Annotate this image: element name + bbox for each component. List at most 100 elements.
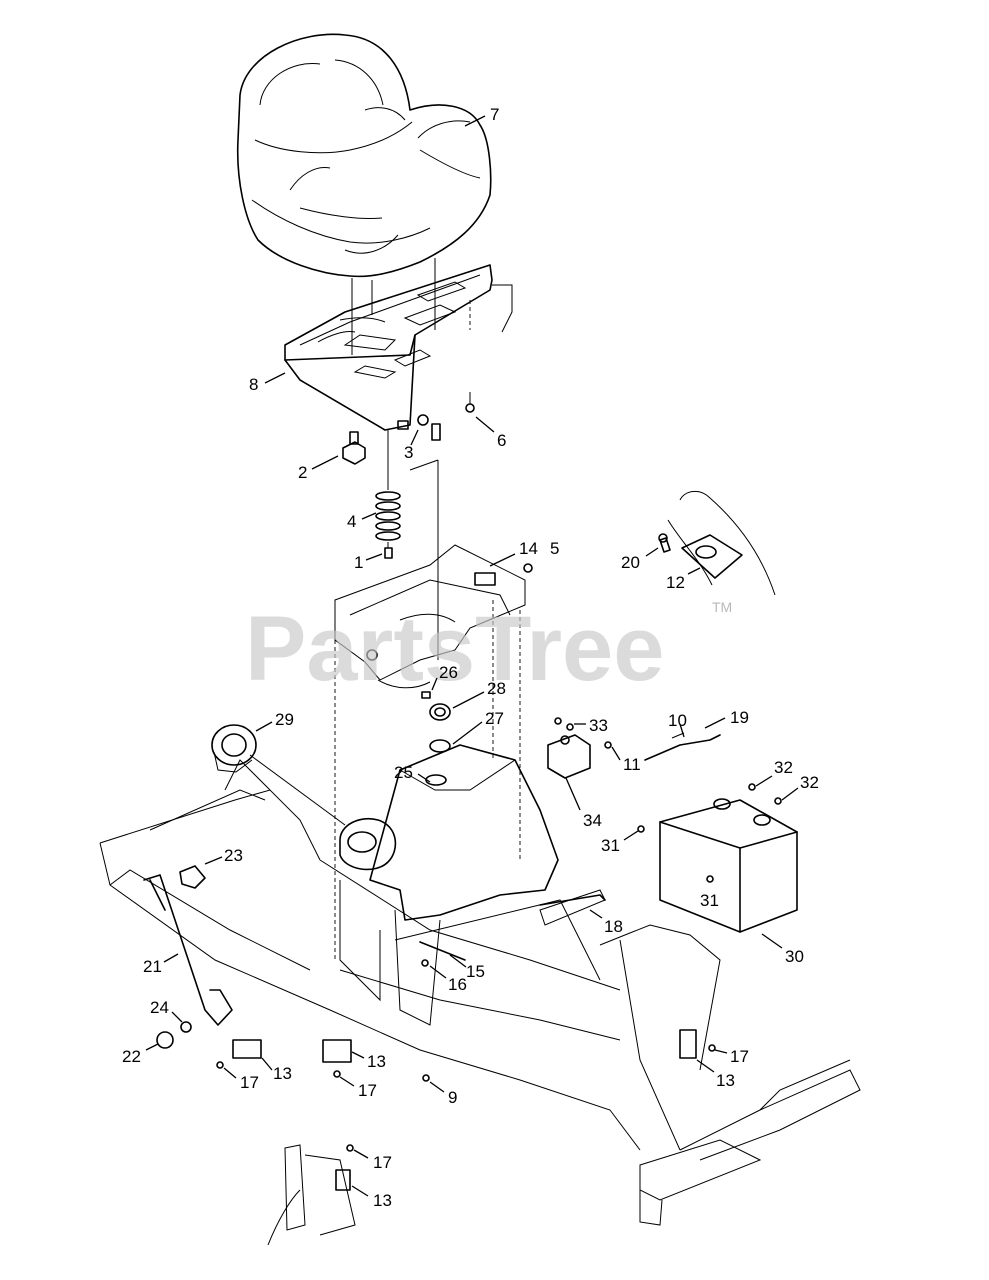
callout-14: 14 [489,539,538,567]
callout-label: 29 [275,710,294,729]
part-callouts: 7 8 2 3 6 4 1 14 5 20 12 26 28 29 27 33 … [122,105,819,1210]
callout-13d: 13 [351,1185,392,1210]
callout-20: 20 [621,547,659,572]
callout-15: 15 [449,954,485,981]
callout-label: 19 [730,708,749,727]
callout-33: 33 [574,716,608,735]
callout-label: 5 [550,539,559,558]
callout-label: 34 [583,811,602,830]
callout-26: 26 [431,663,458,691]
callout-label: 13 [373,1191,392,1210]
callout-label: 1 [354,553,363,572]
callout-9: 9 [429,1081,457,1107]
callout-label: 24 [150,998,169,1017]
callout-label: 17 [373,1153,392,1172]
callout-22: 22 [122,1043,159,1066]
callout-label: 32 [774,758,793,777]
fuel-tank-drawing [211,691,559,921]
callout-label: 7 [490,105,499,124]
callout-label: 31 [601,836,620,855]
callout-label: 6 [497,431,506,450]
callout-17d: 17 [353,1149,392,1172]
callout-label: 30 [785,947,804,966]
seat-pan-drawing [284,264,513,431]
callout-29: 29 [255,710,294,732]
callout-34: 34 [565,777,602,830]
callout-6: 6 [475,416,506,450]
callout-1: 1 [354,553,383,572]
callout-13c: 13 [696,1059,735,1090]
callout-16: 16 [429,965,467,994]
callout-label: 22 [122,1047,141,1066]
callout-2: 2 [298,455,339,482]
callout-23: 23 [204,846,243,865]
callout-label: 28 [487,679,506,698]
callout-31a: 31 [601,830,639,855]
callout-label: 21 [143,957,162,976]
callout-label: 32 [800,773,819,792]
watermark-text: PartsTree [245,598,664,700]
callout-25: 25 [394,763,431,783]
callout-label: 10 [668,711,687,730]
battery-drawing [637,732,798,933]
callout-label: 15 [466,962,485,981]
callout-17a: 17 [223,1067,259,1092]
callout-32a: 32 [755,758,793,787]
callout-label: 13 [716,1071,735,1090]
callout-label: 8 [249,375,258,394]
callout-11: 11 [611,746,641,774]
callout-label: 12 [666,573,685,592]
callout-label: 17 [240,1073,259,1092]
callout-label: 33 [589,716,608,735]
callout-label: 4 [347,512,356,531]
callout-8: 8 [249,372,286,394]
callout-label: 9 [448,1088,457,1107]
callout-24: 24 [150,998,183,1023]
callout-label: 20 [621,553,640,572]
callout-13b: 13 [351,1051,386,1071]
inset-detail-drawing [267,1144,356,1246]
callout-10: 10 [668,711,687,738]
callout-label: 27 [485,709,504,728]
callout-4: 4 [347,512,377,531]
callout-28: 28 [452,679,506,709]
callout-label: 13 [367,1052,386,1071]
callout-label: 23 [224,846,243,865]
callout-19: 19 [704,708,749,729]
callout-21: 21 [143,953,179,976]
watermark-trademark: TM [712,599,732,615]
callout-label: 26 [439,663,458,682]
callout-label: 18 [604,917,623,936]
callout-17c: 17 [714,1047,749,1066]
callout-label: 13 [273,1064,292,1083]
solenoid-drawing [547,717,612,779]
callout-3: 3 [404,429,419,462]
callout-label: 25 [394,763,413,782]
seat-drawing [236,33,492,355]
callout-label: 14 [519,539,538,558]
watermark: PartsTree TM [245,598,732,700]
callout-31b: 31 [700,891,719,910]
callout-label: 31 [700,891,719,910]
callout-label: 3 [404,443,413,462]
callout-18: 18 [589,909,623,936]
callout-17b: 17 [339,1076,377,1100]
callout-label: 17 [730,1047,749,1066]
callout-5: 5 [550,539,559,558]
callout-label: 2 [298,463,307,482]
ignition-switch-drawing [658,491,776,596]
callout-32b: 32 [781,773,819,801]
callout-label: 11 [623,755,641,774]
callout-label: 17 [358,1081,377,1100]
frame-drawing [99,759,861,1226]
callout-12: 12 [666,567,701,592]
callout-7: 7 [464,105,499,127]
callout-13a: 13 [261,1057,292,1083]
seat-support-drawing [334,544,533,960]
callout-30: 30 [761,933,804,966]
seat-hardware [342,392,475,660]
spring-drawing [375,491,401,541]
callout-27: 27 [452,709,504,745]
callout-label: 16 [448,975,467,994]
